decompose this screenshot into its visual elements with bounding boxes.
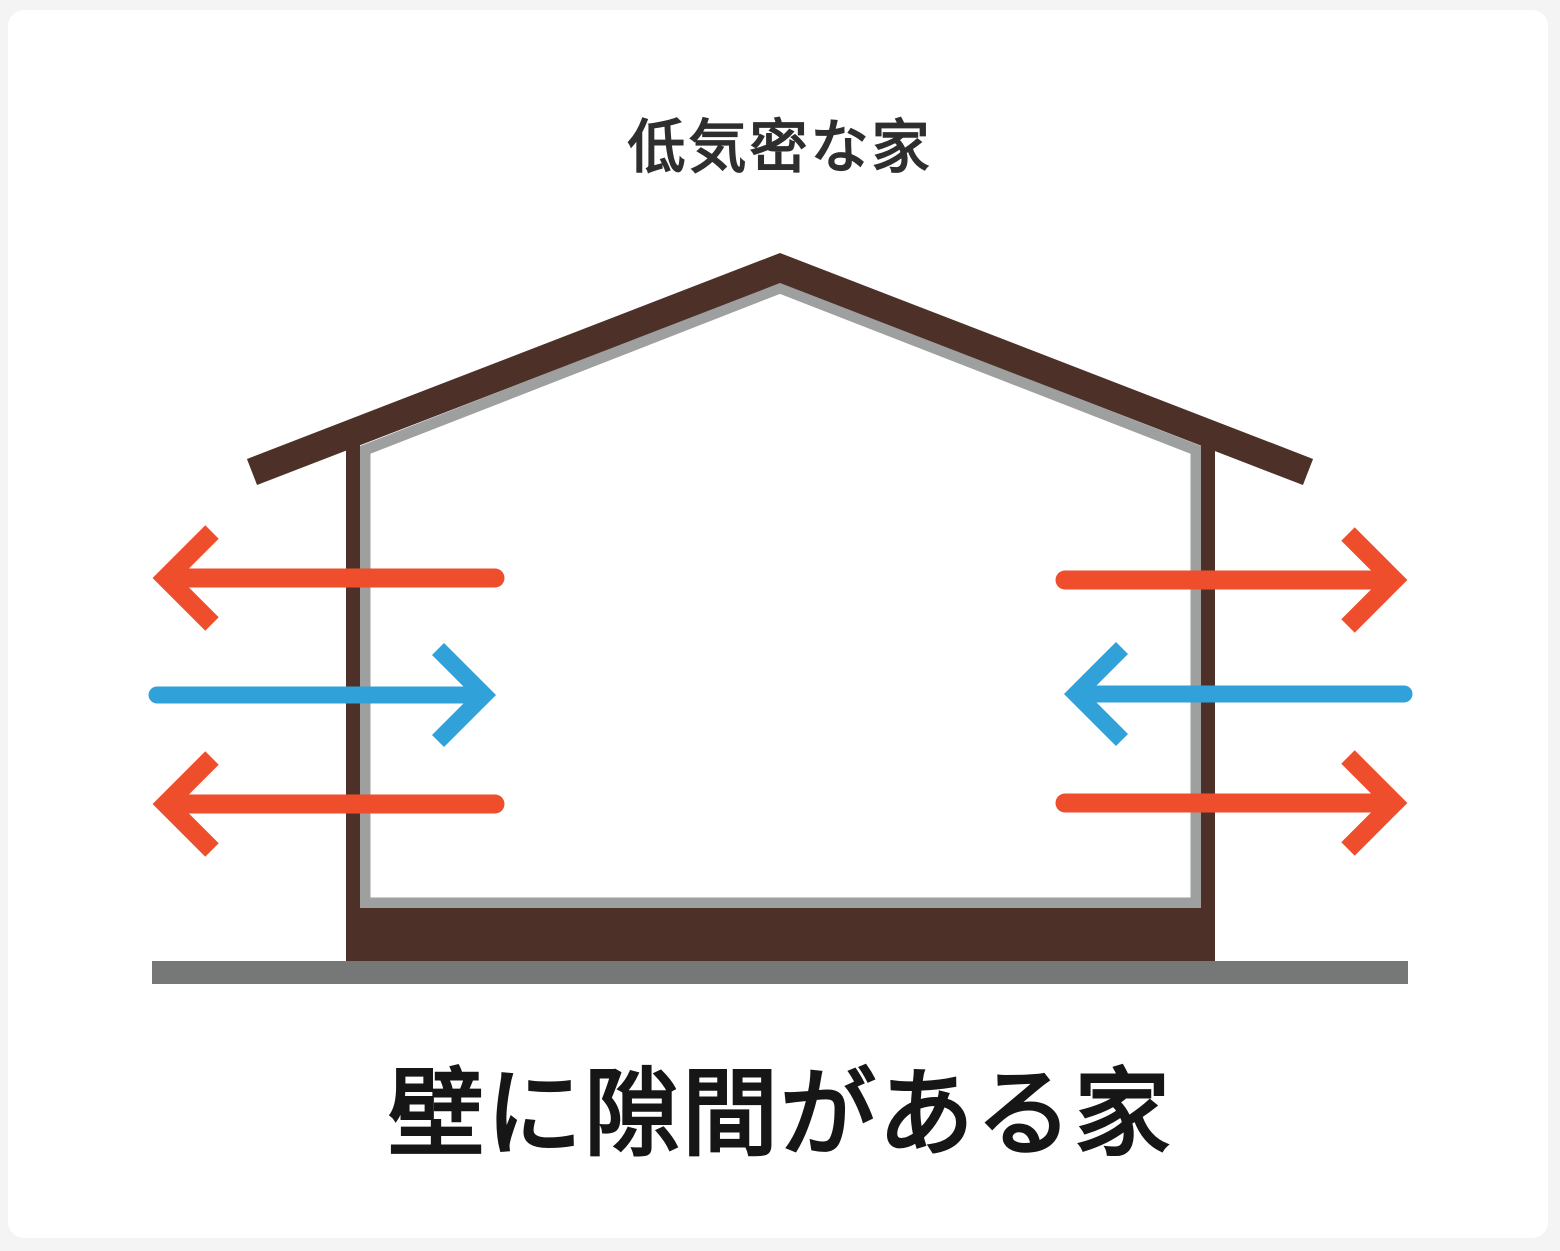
arrow-head xyxy=(1341,527,1408,633)
outflow-arrow-right-top xyxy=(1055,527,1408,633)
airflow-arrows xyxy=(148,525,1413,857)
ground-strip xyxy=(152,961,1408,984)
inflow-arrow-left-middle xyxy=(148,642,497,748)
arrow-head xyxy=(1063,641,1129,747)
roof xyxy=(246,252,1314,486)
arrow-head xyxy=(431,642,497,748)
house-cross-section xyxy=(246,252,1314,961)
outflow-arrow-left-bottom xyxy=(152,751,505,857)
outflow-arrow-right-bottom xyxy=(1055,750,1408,856)
arrow-head xyxy=(152,751,219,857)
diagram-card xyxy=(8,10,1548,1238)
diagram-title: 低気密な家 xyxy=(627,115,933,180)
inner-lining xyxy=(359,282,1202,909)
arrow-head xyxy=(152,525,219,631)
outflow-arrow-left-top xyxy=(152,525,505,631)
inflow-arrow-right-middle xyxy=(1063,641,1413,747)
arrow-head xyxy=(1341,750,1408,856)
floor-slab xyxy=(346,908,1215,961)
diagram-caption: 壁に隙間がある家 xyxy=(388,1061,1172,1168)
